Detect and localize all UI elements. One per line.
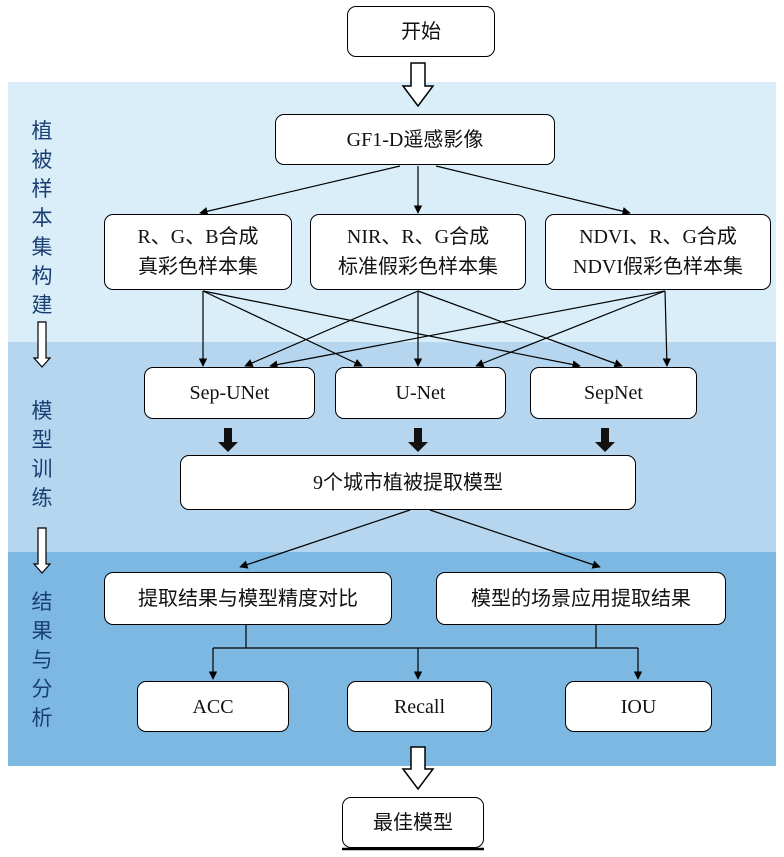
hollow-arrow-best: [401, 746, 435, 791]
edge-ndvi-unet: [475, 290, 666, 368]
edge-ndvi-sepnet: [662, 290, 671, 367]
bold-arrow-sepnet: [595, 428, 615, 452]
node-application: 模型的场景应用提取结果: [436, 572, 726, 625]
node-sample-rgb: R、G、B合成真彩色样本集: [104, 214, 292, 290]
node-source: GF1-D遥感影像: [275, 114, 555, 165]
edge-nir-sepnet: [417, 290, 623, 368]
stage-label-result-analysis: 结果与分析: [31, 590, 53, 730]
node-model-sepnet: SepNet: [530, 367, 697, 419]
node-metric-recall: Recall: [347, 681, 492, 732]
edge-models-compare: [239, 509, 411, 569]
edge-models-application: [429, 509, 601, 569]
stage-label-model-training: 模型训练: [31, 399, 53, 510]
node-sample-nir: NIR、R、G合成标准假彩色样本集: [310, 214, 526, 290]
node-model-sep-unet: Sep-UNet: [144, 367, 315, 419]
node-compare: 提取结果与模型精度对比: [104, 572, 392, 625]
node-metric-iou: IOU: [565, 681, 712, 732]
bold-arrow-sepunet: [218, 428, 238, 452]
bold-arrow-unet: [408, 428, 428, 452]
edge-ndvi-sepunet: [269, 290, 666, 369]
edge-rgb-sepnet: [202, 290, 581, 369]
node-start: 开始: [347, 6, 495, 57]
hollow-arrow-start: [401, 62, 435, 108]
edge-nir-sepunet: [244, 290, 419, 367]
edge-rgb-unet: [202, 290, 363, 367]
node-model-unet: U-Net: [335, 367, 506, 419]
stage-arrow-2: [32, 527, 52, 574]
stage-label-sample-construction: 植被样本集构建: [31, 119, 53, 317]
edge-source-rgb: [199, 165, 401, 216]
stage-arrow-1: [32, 321, 52, 368]
node-metric-acc: ACC: [137, 681, 289, 732]
node-best: 最佳模型: [342, 797, 484, 848]
node-models-9: 9个城市植被提取模型: [180, 455, 636, 510]
edge-source-ndvi: [435, 165, 631, 216]
